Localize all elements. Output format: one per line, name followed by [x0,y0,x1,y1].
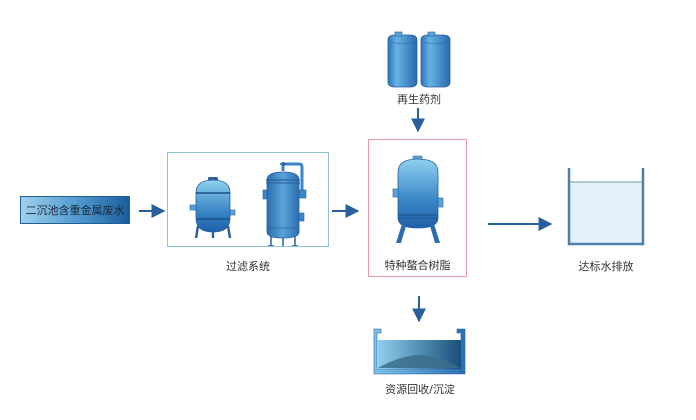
source-wastewater-node: 二沉池含重金属废水 [20,196,130,224]
sand-filter-vessel-icon [189,177,236,239]
sedimentation-tank-icon [373,328,466,375]
discharge-label: 达标水排放 [578,260,634,273]
source-label: 二沉池含重金属废水 [25,204,125,217]
discharge-tank-icon [567,168,645,246]
jug-icon [387,31,418,88]
jug-icon [420,31,451,88]
filter-system-label: 过滤系统 [226,260,270,273]
recovery-label: 资源回收/沉淀 [385,383,455,396]
regenerant-label: 再生药剂 [397,93,441,106]
chelating-resin-label: 特种螯合树脂 [384,259,451,272]
regenerant-jugs-icon [387,31,451,88]
chelating-resin-frame [368,139,467,277]
resin-vessel-icon [392,155,444,243]
filter-system-frame [167,152,329,247]
